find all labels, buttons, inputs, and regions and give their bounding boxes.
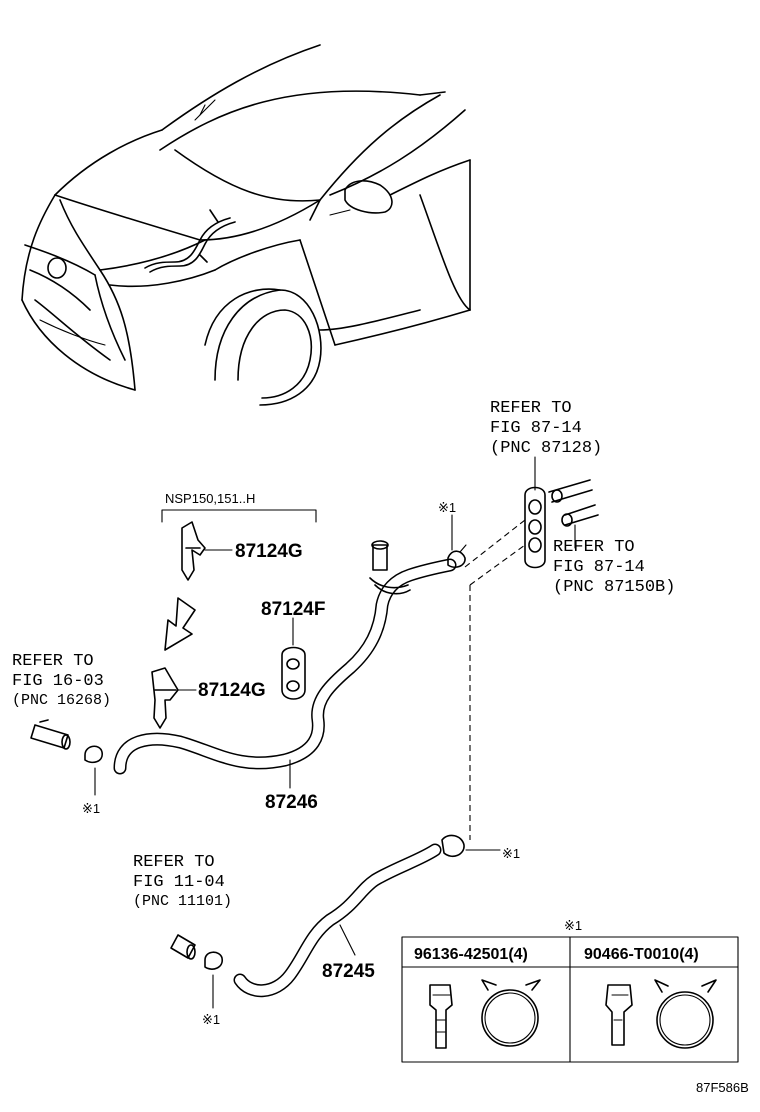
nsp-bracket: NSP150,151..H xyxy=(161,491,317,523)
ref-87150B-line2: FIG 87-14 xyxy=(553,558,645,577)
car-illustration xyxy=(21,44,471,406)
table-marker: ※1 xyxy=(564,918,582,933)
marker-right: ※1 xyxy=(502,846,520,861)
clip-87124G-top xyxy=(181,521,233,581)
ref-16268-line2: FIG 16-03 xyxy=(12,672,104,691)
hose-87246 xyxy=(113,540,467,775)
ref-87150B-line3: (PNC 87150B) xyxy=(553,578,675,597)
clip-87124G-mid xyxy=(151,667,197,729)
part-number-87124F: 87124F xyxy=(261,599,325,620)
direction-arrow xyxy=(164,597,196,651)
table-col2-header: 90466-T0010(4) xyxy=(584,946,699,963)
ref-87150B-line1: REFER TO xyxy=(553,538,635,557)
dashed-leader-upper xyxy=(464,519,526,568)
ref-87128-line3: (PNC 87128) xyxy=(490,439,602,458)
clamp-type2-illustration xyxy=(605,979,717,1049)
engine-pipe-left xyxy=(30,719,103,796)
ref-87128-line1: REFER TO xyxy=(490,399,572,418)
clamp-type1-illustration xyxy=(429,979,541,1049)
ref-87150B-note: REFER TO FIG 87-14 (PNC 87150B) xyxy=(553,538,675,597)
ref-16268-line3: (PNC 16268) xyxy=(12,692,111,709)
clip-87124F xyxy=(281,617,306,700)
ref-11101-line1: REFER TO xyxy=(133,853,215,872)
part-number-87124G-mid: 87124G xyxy=(198,680,266,701)
ref-11101-line2: FIG 11-04 xyxy=(133,873,225,892)
marker-top: ※1 xyxy=(438,500,456,515)
dashed-leader-long xyxy=(469,544,526,840)
table-col1-header: 96136-42501(4) xyxy=(414,946,528,963)
joint-connector xyxy=(524,479,599,569)
part-number-87124G-top: 87124G xyxy=(235,541,303,562)
ref-87128-line2: FIG 87-14 xyxy=(490,419,582,438)
part-number-87246: 87246 xyxy=(265,792,318,813)
ref-16268-line1: REFER TO xyxy=(12,652,94,671)
engine-pipe-lower xyxy=(170,934,223,1009)
part-number-87245: 87245 xyxy=(322,961,375,982)
marker-bottom: ※1 xyxy=(202,1012,220,1027)
ref-87128-note: REFER TO FIG 87-14 (PNC 87128) xyxy=(490,399,602,491)
ref-16268-note: REFER TO FIG 16-03 (PNC 16268) xyxy=(12,652,111,709)
marker-left: ※1 xyxy=(82,801,100,816)
figure-code: 87F586B xyxy=(696,1080,749,1095)
hose-87245 xyxy=(233,834,501,998)
ref-11101-line3: (PNC 11101) xyxy=(133,893,232,910)
bracket-label: NSP150,151..H xyxy=(165,491,255,506)
clamp-table: ※1 96136-42501(4) 90466-T0010(4) xyxy=(401,918,739,1063)
ref-11101-note: REFER TO FIG 11-04 (PNC 11101) xyxy=(133,853,232,910)
